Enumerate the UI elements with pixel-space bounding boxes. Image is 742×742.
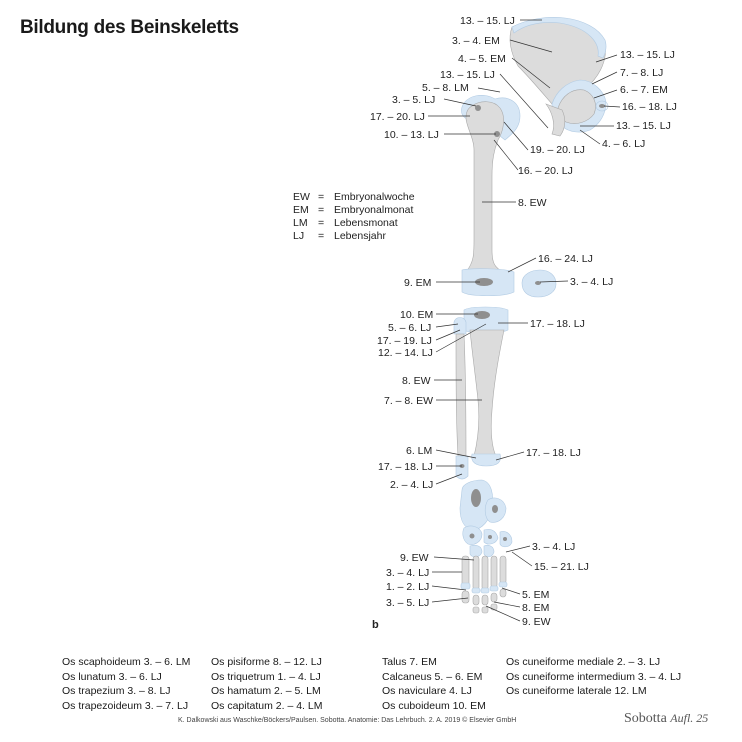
legend-text: Embryonalwoche: [334, 191, 415, 203]
label-l1: 13. – 15. LJ: [460, 15, 515, 27]
label-l5: 7. – 8. LJ: [620, 67, 663, 79]
label-l31: 2. – 4. LJ: [390, 479, 433, 491]
brand-edition: Aufl. 25: [670, 711, 709, 725]
femur: [461, 94, 521, 297]
tibia: [463, 306, 509, 467]
label-l11: 17. – 20. LJ: [370, 111, 425, 123]
label-l16: 16. – 20. LJ: [518, 165, 573, 177]
label-l33: 9. EW: [400, 552, 429, 564]
label-l23: 17. – 18. LJ: [530, 318, 585, 330]
legend-abbr: EW: [293, 191, 310, 203]
label-l26: 8. EW: [402, 375, 431, 387]
label-l14: 4. – 6. LJ: [602, 138, 645, 150]
label-l34: 15. – 21. LJ: [534, 561, 589, 573]
leader-lines: [428, 19, 621, 622]
legend-abbr: LM: [293, 217, 308, 229]
label-l30: 17. – 18. LJ: [378, 461, 433, 473]
legend-eq: =: [318, 230, 324, 242]
brand-logo: Sobotta Aufl. 25: [624, 711, 708, 727]
foot-skeleton: [459, 479, 513, 614]
label-l22: 5. – 6. LJ: [388, 322, 431, 334]
ossification-column: Talus 7. EM Calcaneus 5. – 6. EM Os navi…: [382, 655, 486, 713]
legend-abbr: LJ: [293, 230, 304, 242]
legend-eq: =: [318, 191, 324, 203]
ossification-entry: Os hamatum 2. – 5. LM: [211, 685, 321, 697]
label-l37: 5. EM: [522, 589, 549, 601]
ossification-entry: Os triquetrum 1. – 4. LJ: [211, 670, 321, 683]
label-l4: 4. – 5. EM: [458, 53, 506, 65]
copyright-credit: K. Dalkowski aus Waschke/Böckers/Paulsen…: [178, 717, 517, 724]
ossification-entry: Os scaphoideum 3. – 6. LM: [62, 656, 191, 668]
label-l32: 3. – 4. LJ: [532, 541, 575, 553]
label-l35: 3. – 4. LJ: [386, 567, 429, 579]
ossification-entry: Os pisiforme 8. – 12. LJ: [211, 656, 322, 668]
label-l36: 1. – 2. LJ: [386, 581, 429, 593]
ossification-entry: Os cuboideum 10. EM: [382, 699, 486, 712]
ossification-labels: 13. – 15. LJ 3. – 4. EM 13. – 15. LJ 4. …: [370, 15, 677, 628]
ossification-entry: Os cuneiforme mediale 2. – 3. LJ: [506, 656, 661, 668]
ossification-entry: Os capitatum 2. – 4. LM: [211, 699, 323, 712]
label-l40: 9. EW: [522, 616, 551, 628]
page-title: Bildung des Beinskeletts: [20, 17, 239, 38]
label-l20: 3. – 4. LJ: [570, 276, 613, 288]
ossification-column: Os pisiforme 8. – 12. LJ Os triquetrum 1…: [211, 655, 322, 713]
legend-eq: =: [318, 217, 324, 229]
label-l38: 3. – 5. LJ: [386, 597, 429, 609]
label-l7: 6. – 7. EM: [620, 84, 668, 96]
label-l3: 13. – 15. LJ: [620, 49, 675, 61]
legend-text: Lebensmonat: [334, 217, 398, 229]
label-l29: 17. – 18. LJ: [526, 447, 581, 459]
patella: [521, 269, 557, 298]
ossification-entry: Os naviculare 4. LJ: [382, 685, 472, 697]
legend-text: Embryonalmonat: [334, 204, 413, 216]
ossification-entry: Os trapezoideum 3. – 7. LJ: [62, 699, 189, 712]
ossification-column: Os cuneiforme mediale 2. – 3. LJ Os cune…: [506, 655, 681, 699]
label-l27: 7. – 8. EW: [384, 395, 433, 407]
label-l17: 8. EW: [518, 197, 547, 209]
legend-abbr: EM: [293, 204, 309, 216]
ossification-entry: Os cuneiforme intermedium 3. – 4. LJ: [506, 670, 682, 683]
label-l2: 3. – 4. EM: [452, 35, 500, 47]
label-l9: 16. – 18. LJ: [622, 101, 677, 113]
label-l15: 19. – 20. LJ: [530, 144, 585, 156]
label-l39: 8. EM: [522, 602, 549, 614]
figure-letter: b: [372, 619, 379, 631]
label-l13: 10. – 13. LJ: [384, 129, 439, 141]
label-l12: 13. – 15. LJ: [616, 120, 671, 132]
label-l8: 5. – 8. LM: [422, 82, 469, 94]
ossification-entry: Os cuneiforme laterale 12. LM: [506, 685, 647, 697]
abbreviation-legend: EW = Embryonalwoche EM = Embryonalmonat …: [293, 191, 415, 242]
label-l28: 6. LM: [406, 445, 432, 457]
ossification-entry: Os lunatum 3. – 6. LJ: [62, 670, 162, 683]
label-l21: 10. EM: [400, 309, 433, 321]
legend-text: Lebensjahr: [334, 230, 386, 242]
ossification-entry: Talus 7. EM: [382, 656, 437, 668]
label-l18: 16. – 24. LJ: [538, 253, 593, 265]
ossification-entry: Os trapezium 3. – 8. LJ: [62, 685, 171, 697]
ossification-entry: Calcaneus 5. – 6. EM: [382, 670, 483, 683]
label-l10: 3. – 5. LJ: [392, 94, 435, 106]
legend-eq: =: [318, 204, 324, 216]
brand-name: Sobotta: [624, 711, 667, 726]
label-l6: 13. – 15. LJ: [440, 69, 495, 81]
ossification-column: Os scaphoideum 3. – 6. LM Os lunatum 3. …: [62, 655, 190, 713]
label-l19: 9. EM: [404, 277, 431, 289]
label-l25: 12. – 14. LJ: [378, 347, 433, 359]
label-l24: 17. – 19. LJ: [377, 335, 432, 347]
hip-bone: [509, 17, 609, 137]
